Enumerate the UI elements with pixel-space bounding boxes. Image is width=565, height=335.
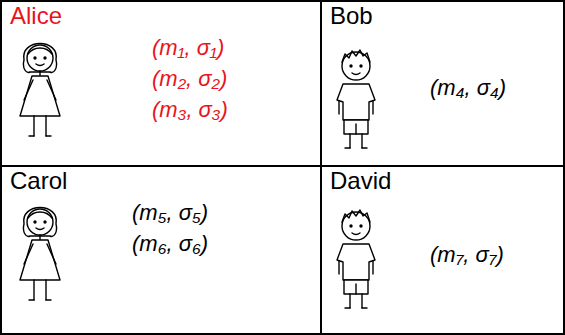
boy-figure — [337, 210, 375, 308]
message-list: (m₅, σ₅)(m₆, σ₆) — [132, 197, 208, 259]
message-list: (m₁, σ₁)(m₂, σ₂)(m₃, σ₃) — [152, 32, 228, 125]
person-name: Alice — [10, 2, 62, 30]
person-name: David — [330, 167, 391, 195]
message-signature-pair: (m₇, σ₇) — [430, 239, 504, 270]
message-signature-pair: (m₁, σ₁) — [152, 32, 228, 63]
message-signature-pair: (m₄, σ₄) — [430, 72, 506, 103]
message-signature-pair: (m₂, σ₂) — [152, 63, 228, 94]
person-name: Carol — [10, 167, 67, 195]
message-signature-pair: (m₅, σ₅) — [132, 197, 208, 228]
girl-figure — [20, 44, 60, 137]
message-signature-pair: (m₆, σ₆) — [132, 228, 208, 259]
message-signature-pair: (m₃, σ₃) — [152, 94, 228, 125]
boy-figure — [337, 50, 375, 148]
girl-figure — [20, 208, 60, 301]
person-name: Bob — [330, 2, 373, 30]
message-list: (m₄, σ₄) — [430, 72, 506, 103]
person-cell: David (m₇, σ₇) — [320, 165, 565, 335]
person-cell: Carol (m₅, σ₅)(m₆, σ₆) — [0, 165, 322, 335]
person-cell: Alice (m₁, σ₁)(m₂, σ₂)(m₃, σ₃) — [0, 0, 322, 167]
message-list: (m₇, σ₇) — [430, 239, 504, 270]
person-cell: Bob (m₄, σ₄) — [320, 0, 565, 167]
